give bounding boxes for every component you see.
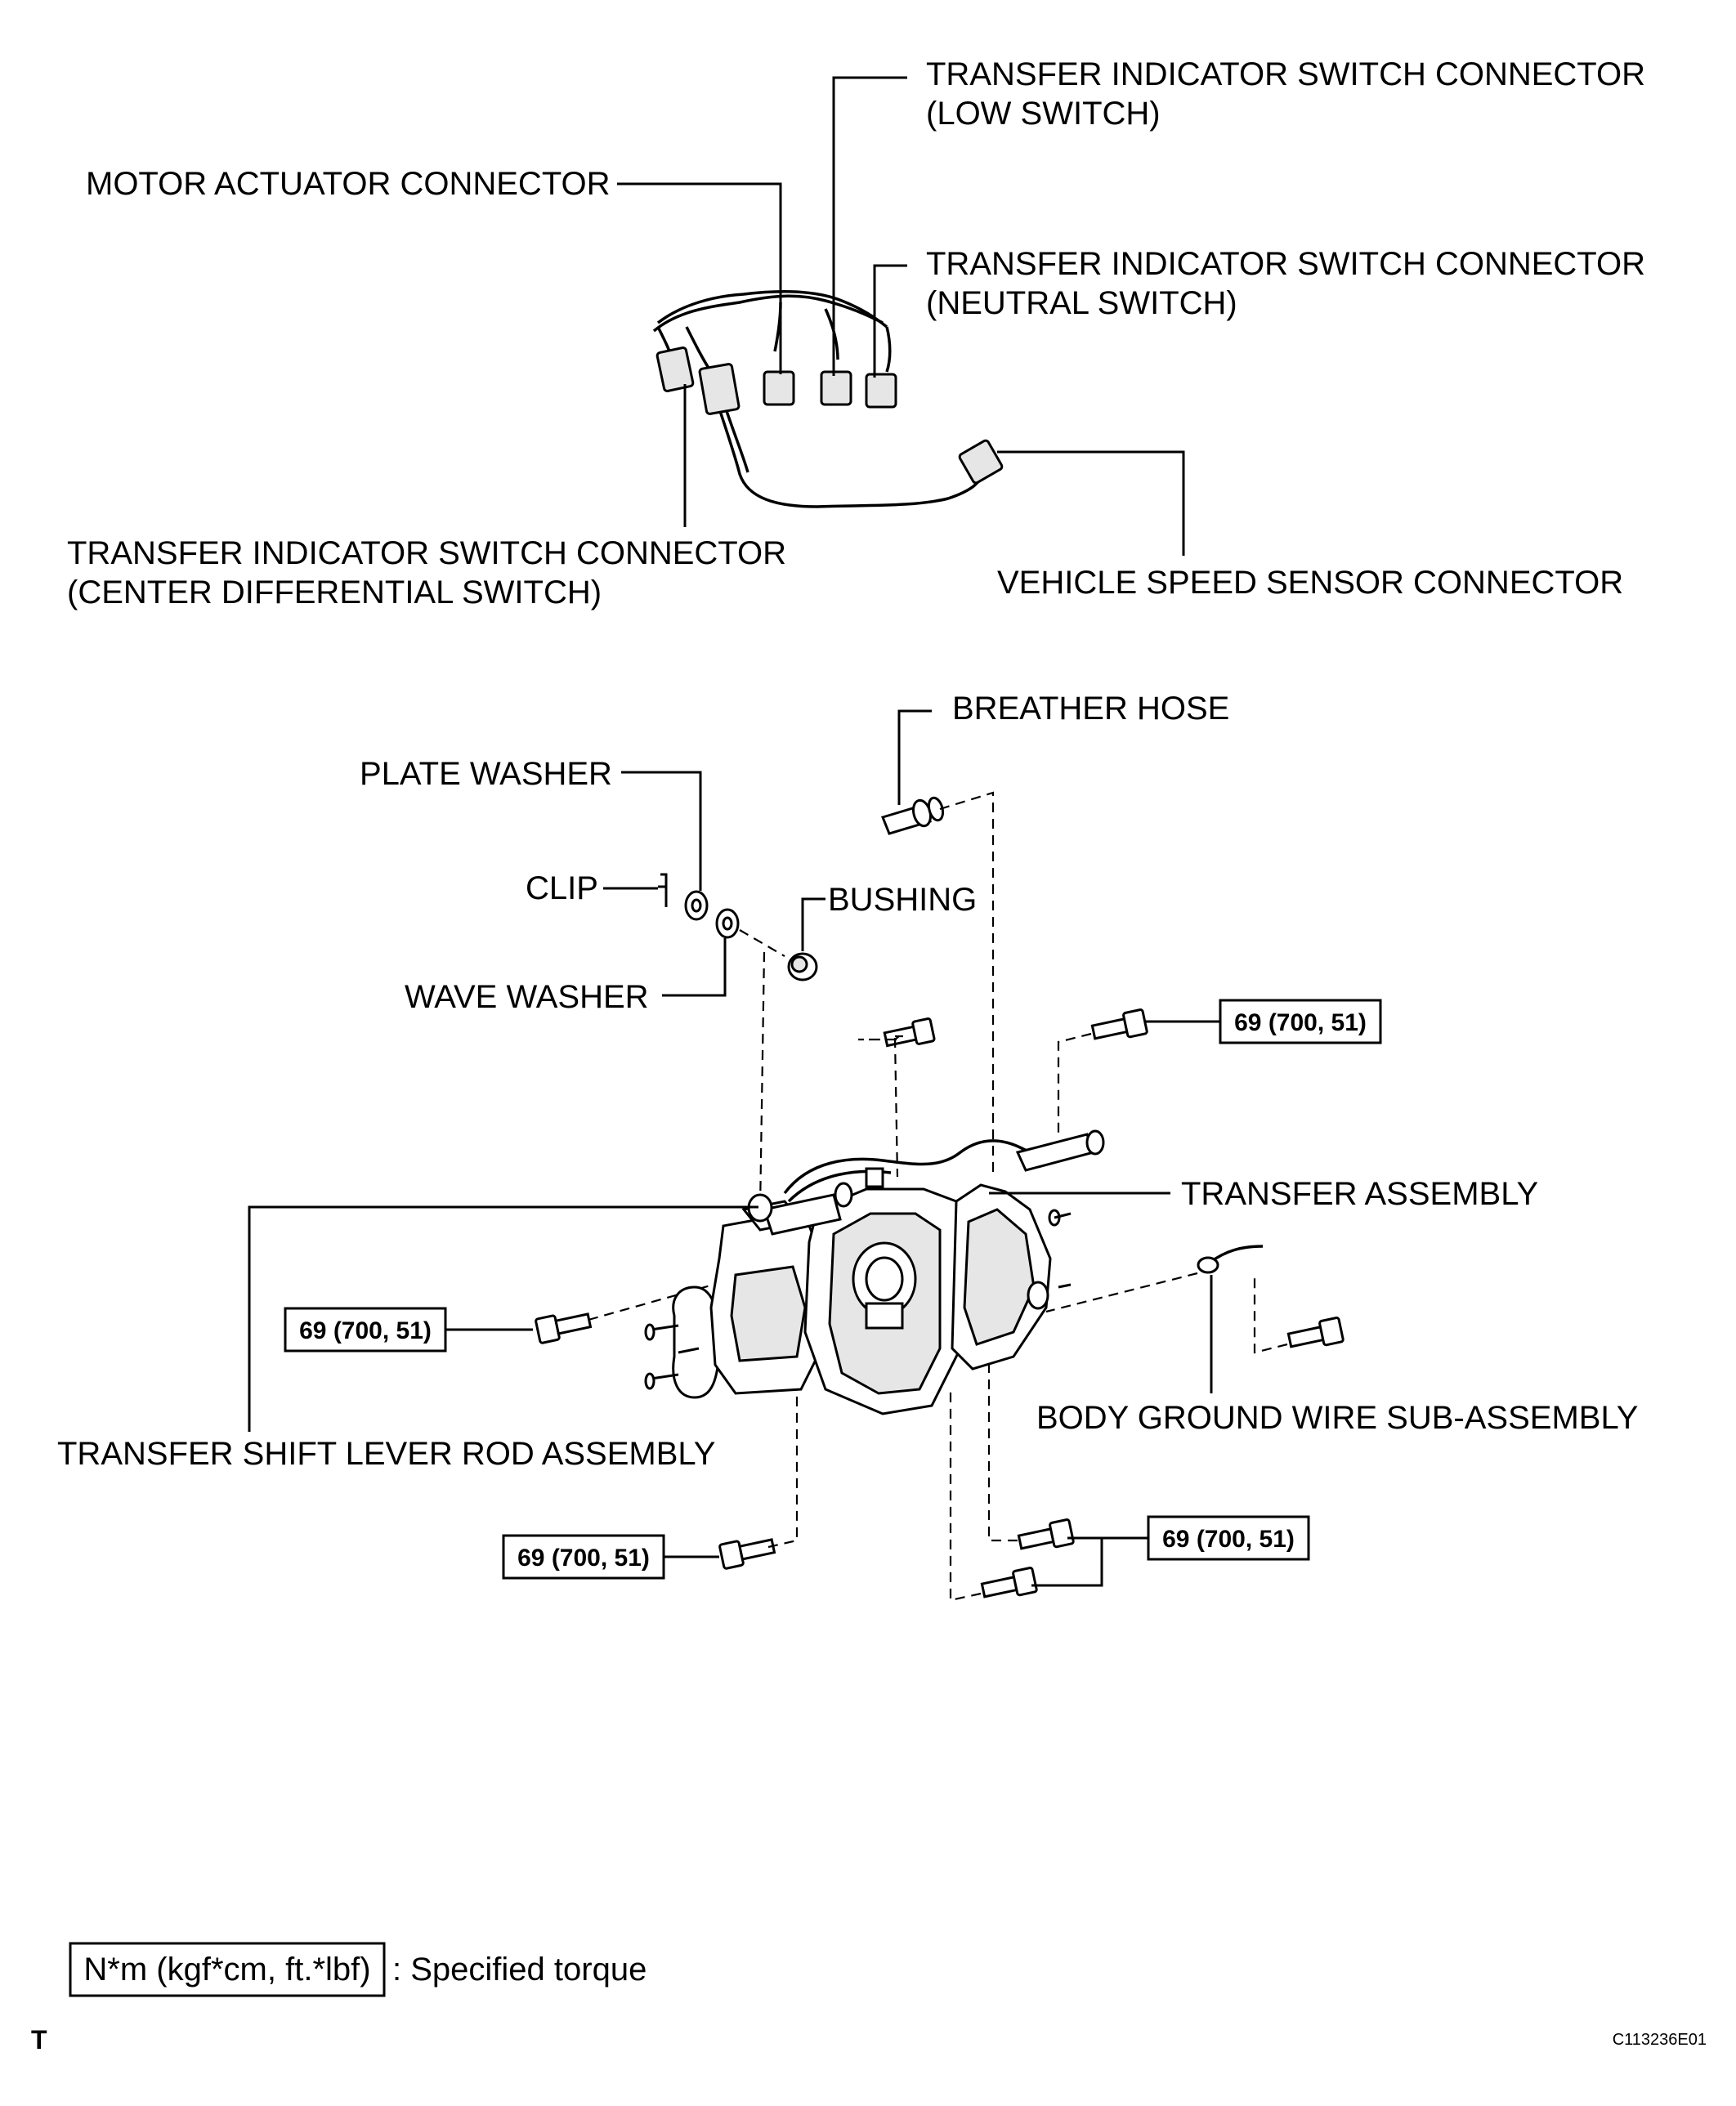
leader-motor-actuator [617, 182, 782, 374]
figure-code: C113236E01 [1613, 2031, 1707, 2049]
transfer-assembly-label: TRANSFER ASSEMBLY [1181, 1176, 1538, 1212]
ground-wire-part [1197, 1245, 1264, 1274]
breather-hose [880, 796, 945, 835]
clip-part [658, 873, 668, 907]
bolt-top-right [1090, 1008, 1148, 1040]
clip-label: CLIP [526, 870, 598, 906]
dash-bolt-bottom-left [767, 1381, 799, 1549]
bolt-ground [1286, 1317, 1345, 1348]
torque-bottom-left-text: 69 (700, 51) [517, 1545, 650, 1572]
torque-box-left: 69 (700, 51) [284, 1307, 447, 1353]
dash-bolt-left [588, 1281, 720, 1321]
bushing-label: BUSHING [828, 882, 977, 918]
torque-bottom-right-text: 69 (700, 51) [1162, 1526, 1295, 1553]
torque-top-right-text: 69 (700, 51) [1234, 1009, 1367, 1036]
dash-bolt-top-right [1057, 1032, 1092, 1136]
low-switch-label-1: TRANSFER INDICATOR SWITCH CONNECTOR [926, 56, 1645, 92]
dash-breather [939, 791, 995, 1177]
plate-washer-label: PLATE WASHER [360, 756, 612, 792]
dash-bolt-bottom-right-1 [987, 1340, 1018, 1542]
dash-bolt-ground [1253, 1275, 1288, 1354]
bolt-bottom-right-2 [980, 1567, 1038, 1599]
center-diff-connector [655, 347, 695, 392]
vehicle-speed-sensor-connector [958, 439, 1004, 485]
body-ground-label: BODY GROUND WIRE SUB-ASSEMBLY [1036, 1400, 1638, 1436]
leader-low-switch [832, 76, 907, 376]
bolt-bottom-right-1 [1017, 1518, 1075, 1550]
bolt-bottom-left [718, 1538, 776, 1570]
leader-neutral-switch [873, 264, 907, 378]
plate-washer-part [684, 890, 709, 921]
leader-shift-lever-rod [248, 1205, 758, 1432]
leader-breather-hose [897, 709, 932, 805]
leader-bushing [801, 897, 825, 951]
bolt-left [535, 1312, 593, 1344]
bushing-part [787, 952, 818, 981]
leader-bottom-right-bolts [1031, 1536, 1103, 1587]
torque-box-bottom-left: 69 (700, 51) [502, 1534, 665, 1580]
vehicle-speed-label: VEHICLE SPEED SENSOR CONNECTOR [997, 565, 1623, 601]
dash-bolt-top-center [893, 1037, 899, 1178]
legend-units: N*m (kgf*cm, ft.*lbf) [83, 1952, 370, 1988]
low-switch-connector [820, 370, 852, 406]
breather-hose-label: BREATHER HOSE [952, 691, 1229, 727]
transfer-assembly-part [644, 1129, 1105, 1415]
wave-washer-label: WAVE WASHER [405, 979, 649, 1015]
dash-bushing [739, 929, 785, 957]
footer-letter: T [31, 2025, 47, 2055]
wire-harness [652, 289, 1004, 508]
torque-legend: N*m (kgf*cm, ft.*lbf) : Specified torque [69, 1942, 647, 1997]
dash-bolt-bottom-right-2 [949, 1389, 982, 1602]
dash-ground-wire [1045, 1272, 1198, 1313]
leader-plate-washer [621, 771, 702, 891]
torque-box-bottom-right: 69 (700, 51) [1147, 1515, 1310, 1561]
low-switch-label-2: (LOW SWITCH) [926, 96, 1161, 132]
shift-lever-rod-label: TRANSFER SHIFT LEVER ROD ASSEMBLY [57, 1436, 715, 1472]
bolt-top-center [883, 1017, 936, 1048]
motor-actuator-connector [763, 370, 795, 406]
speed-sensor-harness-connector [698, 363, 740, 415]
motor-actuator-label: MOTOR ACTUATOR CONNECTOR [86, 166, 611, 202]
legend-text: : Specified torque [392, 1952, 647, 1988]
leader-wave-washer [662, 938, 727, 997]
leader-vehicle-speed [997, 450, 1185, 556]
wave-washer-part [715, 908, 740, 939]
neutral-switch-label-1: TRANSFER INDICATOR SWITCH CONNECTOR [926, 246, 1645, 282]
dash-rod [758, 951, 766, 1210]
torque-left-text: 69 (700, 51) [299, 1317, 432, 1344]
center-diff-label-1: TRANSFER INDICATOR SWITCH CONNECTOR [67, 535, 786, 571]
torque-box-top-right: 69 (700, 51) [1219, 999, 1382, 1044]
neutral-switch-label-2: (NEUTRAL SWITCH) [926, 285, 1237, 321]
neutral-switch-connector [865, 373, 897, 409]
center-diff-label-2: (CENTER DIFFERENTIAL SWITCH) [67, 575, 602, 610]
